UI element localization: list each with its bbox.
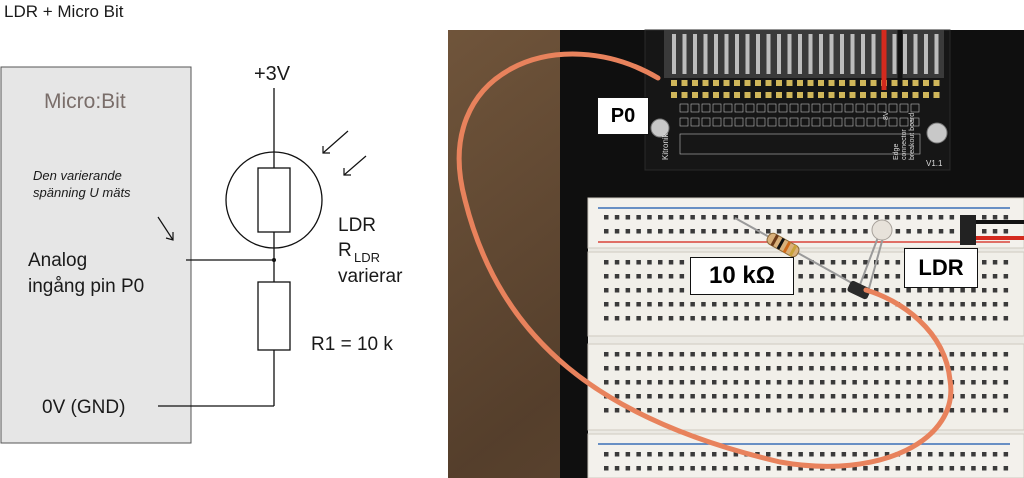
- ldr-symbol-body: [257, 167, 291, 233]
- note-arrow-head: [165, 232, 174, 241]
- resistor-body: [766, 232, 800, 258]
- edge-connector-pins: [664, 30, 944, 78]
- screw-right: [926, 122, 948, 144]
- ldr-component: [871, 219, 893, 241]
- light-arrow-1-head: [322, 146, 330, 154]
- ldr-lead-2: [867, 233, 885, 293]
- note-line-2: spänning U mäts: [33, 185, 131, 200]
- board-version: V1.1: [926, 159, 943, 168]
- ldr-name-label: LDR: [338, 215, 376, 236]
- light-arrow-2-head: [343, 168, 351, 176]
- screw-left: [650, 118, 670, 138]
- ldr-photo-label: LDR: [904, 248, 978, 288]
- ldr-r-subscript: LDR: [354, 250, 380, 265]
- breadboard-main-bottom: [587, 343, 1024, 431]
- p0-label: P0: [597, 97, 649, 135]
- r1-symbol: [257, 281, 291, 351]
- rail-connector: [960, 215, 976, 245]
- board-8v: 8V: [883, 111, 890, 120]
- r1-label: R1 = 10 k: [311, 334, 393, 355]
- ldr-symbol-circle: [225, 151, 323, 249]
- breadboard-bottom-rail: [587, 433, 1024, 478]
- input-label-2: ingång pin P0: [28, 276, 144, 297]
- resistor-value-label: 10 kΩ: [690, 257, 794, 295]
- microbit-title: Micro:Bit: [44, 90, 126, 113]
- note-arrow: [157, 216, 174, 241]
- note-line-1: Den varierande: [33, 168, 122, 183]
- resistor-lead: [734, 217, 869, 293]
- light-arrow-1: [322, 130, 349, 154]
- board-edge-text: Edge: [893, 144, 900, 160]
- board-silkscreen: [679, 103, 921, 155]
- board-breakout-text: breakout board: [909, 113, 916, 160]
- figure-title: LDR + Micro Bit: [4, 2, 124, 21]
- breadboard-top-rail: [587, 197, 1024, 249]
- gnd-label: 0V (GND): [42, 397, 125, 418]
- orange-jumper-wire: [456, 51, 954, 469]
- input-label-1: Analog: [28, 250, 87, 271]
- junction-dot: [272, 258, 276, 262]
- light-arrow-2: [343, 155, 367, 176]
- board-brand: Kitronik: [661, 132, 670, 160]
- microbit-box: [0, 66, 192, 444]
- ldr-varies-label: varierar: [338, 266, 403, 287]
- breadboard-holes: [604, 215, 1009, 471]
- ldr-r-label: R: [338, 240, 352, 261]
- ldr-lead-1: [857, 231, 881, 291]
- board-connector-text: connector: [901, 129, 908, 160]
- junction-sleeve: [847, 280, 871, 300]
- pin-header: [671, 34, 940, 98]
- breadboard-photo: Kitronik Edge connector breakout board V…: [448, 29, 1024, 478]
- supply-label: +3V: [254, 63, 291, 85]
